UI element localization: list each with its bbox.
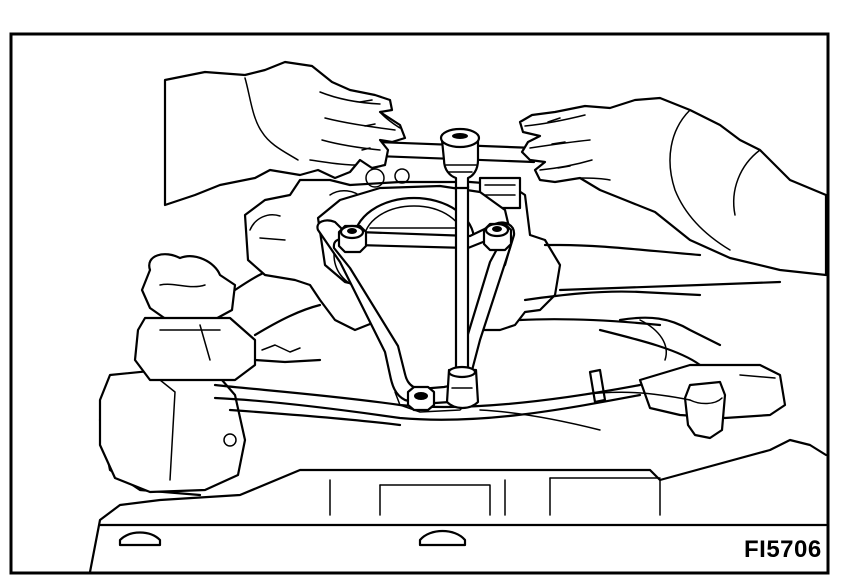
- upper-right-hose: [543, 243, 702, 257]
- bottom-nut: [406, 385, 436, 412]
- socket-extension: [445, 184, 480, 410]
- left-hand: [163, 60, 407, 207]
- left-upper-parts: [133, 253, 322, 382]
- right-cap: [638, 363, 787, 440]
- flange-nut-right: [482, 222, 513, 252]
- flange-nut-left: [337, 224, 368, 254]
- figure-frame: [9, 32, 830, 575]
- right-hand: [518, 96, 828, 277]
- figure-code-label: FI5706: [744, 536, 822, 563]
- hoses: [518, 280, 782, 382]
- t-handle-wrench: [374, 127, 537, 190]
